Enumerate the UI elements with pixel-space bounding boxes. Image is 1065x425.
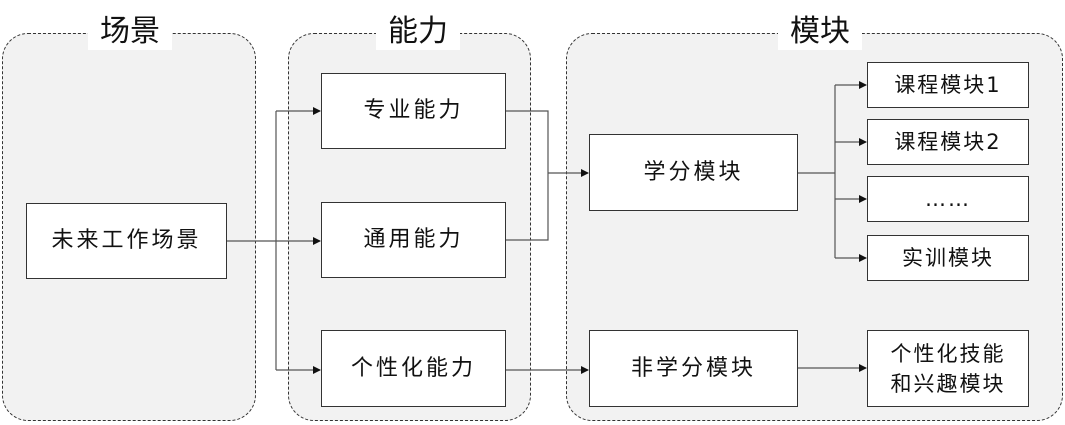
ability-group-title: 能力 — [376, 14, 460, 50]
line-professional-to-credit — [505, 110, 549, 241]
scene-group-title: 场景 — [88, 14, 172, 50]
non-credit-module-box: 非学分模块 — [589, 330, 798, 407]
course-module-1-box: 课程模块1 — [867, 62, 1029, 108]
training-module-box: 实训模块 — [867, 235, 1029, 281]
professional-ability-box: 专业能力 — [321, 73, 506, 149]
future-work-scene-box: 未来工作场景 — [26, 203, 227, 279]
module-group-title: 模块 — [778, 14, 862, 50]
personalized-skills-line-1: 个性化技能 — [890, 341, 1006, 366]
personalized-skills-line-2: 和兴趣模块 — [890, 371, 1006, 396]
ellipsis-box: …… — [867, 176, 1029, 222]
credit-module-box: 学分模块 — [589, 134, 798, 211]
general-ability-box: 通用能力 — [321, 202, 506, 278]
personalized-skills-box: 个性化技能 和兴趣模块 — [867, 330, 1029, 407]
personalized-ability-box: 个性化能力 — [321, 330, 506, 407]
course-module-2-box: 课程模块2 — [867, 119, 1029, 165]
